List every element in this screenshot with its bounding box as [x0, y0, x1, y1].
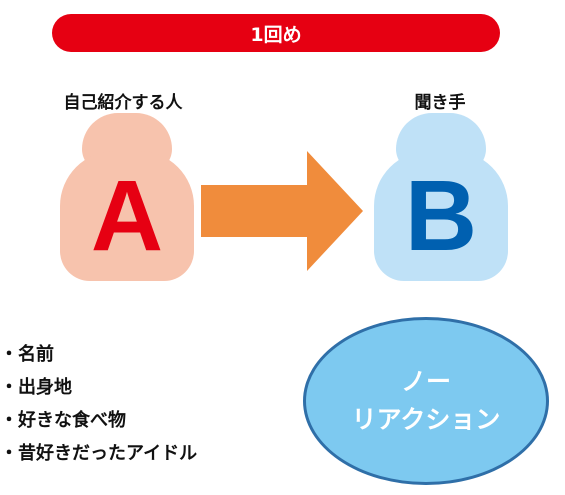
topic-list: 名前 出身地 好きな食べ物 昔好きだったアイドル: [0, 338, 197, 470]
round-title: 1回め: [250, 23, 302, 46]
listener-letter: B: [404, 159, 478, 272]
topic-item-hometown: 出身地: [0, 371, 197, 404]
reaction-line-2: リアクション: [351, 405, 501, 434]
arrow-shape: [201, 151, 363, 271]
reaction-line-1: ノー: [400, 367, 451, 396]
topic-item-favorite-food: 好きな食べ物: [0, 404, 197, 437]
listener-label: 聞き手: [414, 93, 466, 113]
topic-item-idol: 昔好きだったアイドル: [0, 437, 197, 470]
speaker-letter: A: [90, 159, 164, 272]
round-banner: 1回め: [52, 14, 500, 52]
listener-body-shape: [374, 151, 508, 281]
listener-figure: B: [374, 113, 508, 281]
topic-item-name: 名前: [0, 338, 197, 371]
no-reaction-bubble: ノー リアクション: [303, 317, 549, 485]
right-arrow-icon: [201, 151, 363, 271]
speaker-label: 自己紹介する人: [63, 93, 183, 113]
speaker-body-shape: [60, 151, 194, 281]
speaker-figure: A: [60, 113, 194, 281]
